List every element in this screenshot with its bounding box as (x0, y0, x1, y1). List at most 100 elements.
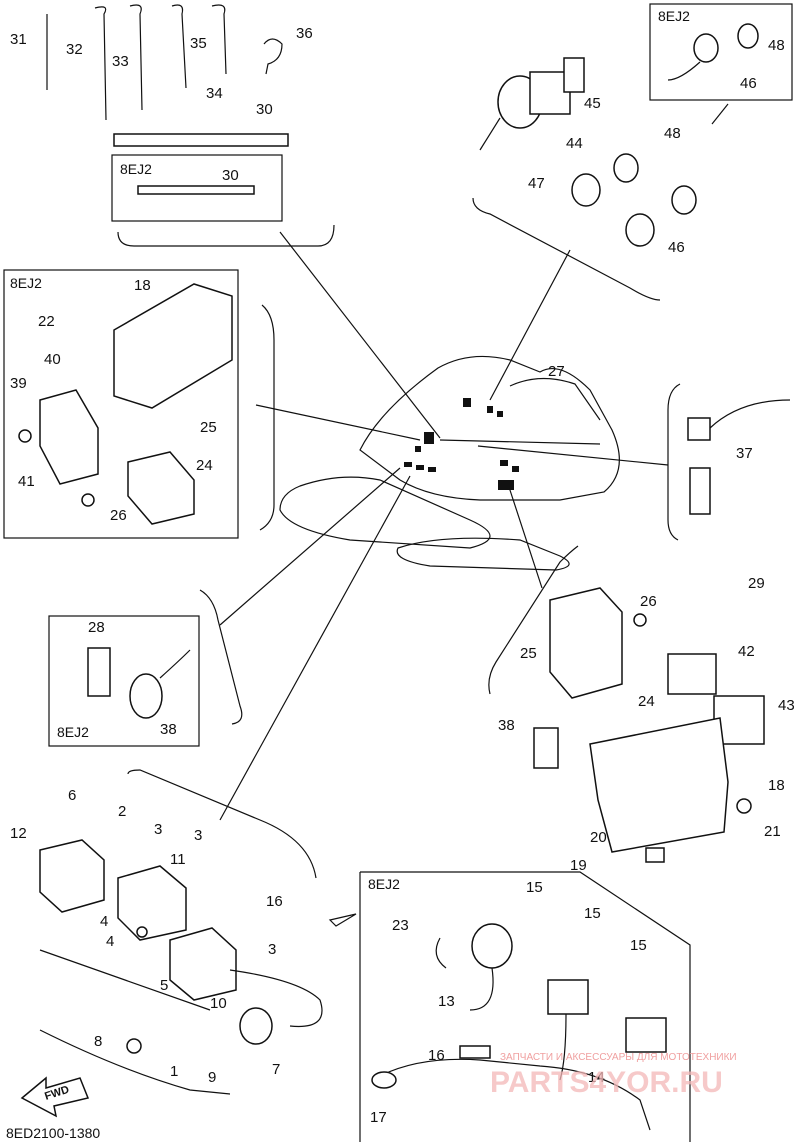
callout-40: 40 (44, 351, 61, 368)
callout-48: 48 (768, 37, 785, 54)
callout-38: 38 (498, 717, 515, 734)
callout-26: 26 (110, 507, 127, 524)
callout-46: 46 (668, 239, 685, 256)
callout-30: 30 (222, 167, 239, 184)
regulator-parts (533, 587, 765, 863)
leader-line (279, 231, 441, 439)
group-bracket-right-middle (488, 545, 579, 695)
callout-8: 8 (94, 1033, 102, 1050)
ignition-coil-parts (39, 839, 323, 1095)
variant-box-top-left (111, 154, 283, 222)
callout-10: 10 (210, 995, 227, 1012)
group-bracket-top-right (472, 197, 661, 301)
forward-direction-arrow: FWD (20, 1076, 90, 1118)
resistor-part (687, 399, 791, 515)
callout-4: 4 (106, 933, 114, 950)
snowmobile-outline (279, 355, 620, 571)
callout-16: 16 (428, 1047, 445, 1064)
callout-26: 26 (640, 593, 657, 610)
callout-23: 23 (392, 917, 409, 934)
variant-box-label: 8EJ2 (658, 8, 690, 24)
group-bracket-left-small (199, 589, 243, 725)
callout-17: 17 (370, 1109, 387, 1126)
watermark-caption: ЗАПЧАСТИ И АКСЕССУАРЫ ДЛЯ МОТОТЕХНИКИ (500, 1052, 737, 1063)
callout-38: 38 (160, 721, 177, 738)
callout-15: 15 (584, 905, 601, 922)
callout-27: 27 (548, 363, 565, 380)
leader-line (477, 445, 669, 466)
callout-15: 15 (630, 937, 647, 954)
callout-3: 3 (194, 827, 202, 844)
pickup-coil-parts (371, 923, 667, 1131)
callout-18: 18 (134, 277, 151, 294)
callout-48: 48 (664, 125, 681, 142)
main-switch-parts (479, 23, 759, 247)
callout-47: 47 (528, 175, 545, 192)
callout-46: 46 (740, 75, 757, 92)
callout-2: 2 (118, 803, 126, 820)
leader-line (255, 404, 421, 441)
group-bracket-right (667, 383, 681, 541)
variant-box-left-ecu (3, 269, 239, 539)
callout-24: 24 (196, 457, 213, 474)
callout-21: 21 (764, 823, 781, 840)
callout-13: 13 (438, 993, 455, 1010)
callout-34: 34 (206, 85, 223, 102)
callout-14: 14 (588, 1069, 605, 1086)
group-bracket-top-left (117, 224, 335, 247)
variant-box-label: 8EJ2 (10, 275, 42, 291)
diagram-code: 8ED2100-1380 (6, 1125, 100, 1141)
callout-19: 19 (570, 857, 587, 874)
callout-11: 11 (170, 851, 186, 868)
variant-box-top-right (649, 3, 793, 101)
callout-12: 12 (10, 825, 27, 842)
callout-45: 45 (584, 95, 601, 112)
variant-box-label: 8EJ2 (57, 724, 89, 740)
callout-7: 7 (272, 1061, 280, 1078)
group-bracket-bottom-left (127, 769, 317, 879)
callout-42: 42 (738, 643, 755, 660)
callout-16: 16 (266, 893, 283, 910)
callout-31: 31 (10, 31, 27, 48)
callout-labels: 31 32 33 34 35 36 30 30 48 46 45 44 48 4… (10, 25, 795, 1126)
callout-41: 41 (18, 473, 35, 490)
callout-3: 3 (154, 821, 162, 838)
callout-15: 15 (526, 879, 543, 896)
callout-39: 39 (10, 375, 27, 392)
condenser-parts (87, 647, 191, 719)
variant-box-bottom-right (359, 871, 691, 1142)
callout-44: 44 (566, 135, 583, 152)
callout-33: 33 (112, 53, 129, 70)
callout-9: 9 (208, 1069, 216, 1086)
callout-25: 25 (200, 419, 217, 436)
callout-20: 20 (590, 829, 607, 846)
wire-harness-parts (46, 4, 289, 195)
variant-box-label: 8EJ2 (120, 161, 152, 177)
ecu-box-parts (18, 283, 233, 525)
leader-line (219, 467, 401, 626)
callout-24: 24 (638, 693, 655, 710)
callout-1: 1 (170, 1063, 178, 1080)
callout-3: 3 (268, 941, 276, 958)
callout-35: 35 (190, 35, 207, 52)
group-bracket-left-ecu (259, 304, 275, 531)
callout-22: 22 (38, 313, 55, 330)
leader-line (489, 249, 571, 401)
variant-box-left-small (48, 615, 200, 747)
callout-36: 36 (296, 25, 313, 42)
callout-4: 4 (100, 913, 108, 930)
leader-line (711, 103, 729, 125)
callout-25: 25 (520, 645, 537, 662)
leader-line (219, 475, 411, 821)
callout-28: 28 (88, 619, 105, 636)
variant-box-label: 8EJ2 (368, 876, 400, 892)
callout-18: 18 (768, 777, 785, 794)
callout-29: 29 (748, 575, 765, 592)
watermark-site: PARTS4YOR.RU (490, 1066, 723, 1099)
callout-5: 5 (160, 977, 168, 994)
callout-32: 32 (66, 41, 83, 58)
callout-6: 6 (68, 787, 76, 804)
leader-line (507, 483, 543, 589)
callout-30: 30 (256, 101, 273, 118)
